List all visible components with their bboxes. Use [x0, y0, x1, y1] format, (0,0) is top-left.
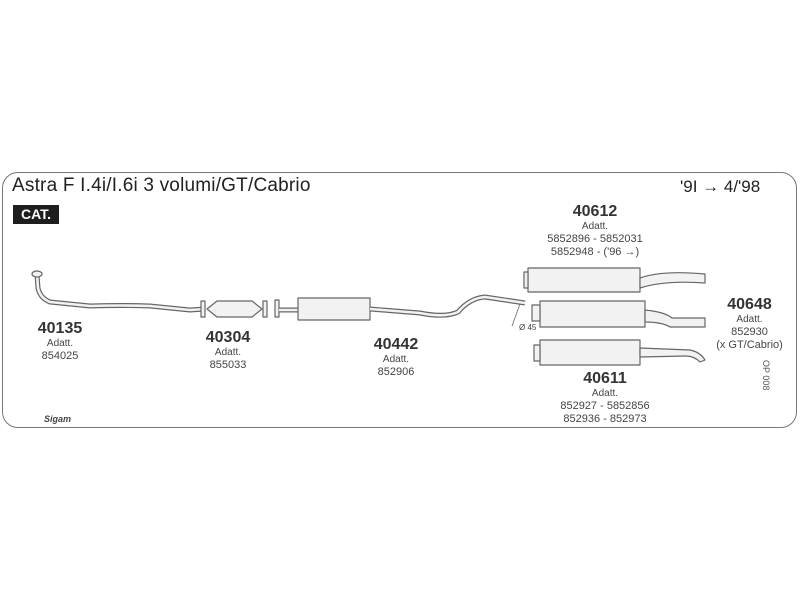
part-adatt: Adatt. [581, 221, 609, 233]
part-number: 40442 [373, 336, 419, 353]
rear-muffler-40612 [527, 267, 641, 293]
part-ref: 855033 [209, 358, 247, 371]
part-40611: 40611 Adatt. 852927 - 5852856 852936 - 8… [535, 370, 675, 425]
part-adatt: Adatt. [736, 314, 763, 326]
flange [200, 300, 206, 318]
part-40135: 40135 Adatt. 854025 [20, 320, 100, 363]
model-years: '9I → 4/'98 [680, 177, 761, 196]
flange [274, 299, 280, 318]
rear-muffler-40611 [539, 339, 641, 366]
part-40442: 40442 Adatt. 852906 [356, 336, 436, 379]
part-40304: 40304 Adatt. 855033 [188, 329, 268, 372]
part-ref: (x GT/Cabrio) [716, 338, 783, 351]
part-number: 40611 [583, 370, 627, 387]
part-ref: 852906 [377, 365, 415, 378]
flange [262, 300, 268, 318]
part-number: 40304 [205, 329, 251, 346]
part-ref: 854025 [41, 349, 79, 362]
diagram-panel [2, 172, 797, 428]
part-ref: 5852948 - ('96 →) [550, 245, 640, 258]
part-adatt: Adatt. [214, 347, 242, 359]
part-number: 40648 [727, 296, 772, 313]
part-40648: 40648 Adatt. 852930 (x GT/Cabrio) [702, 296, 797, 351]
part-ref: 5852896 - 5852031 [547, 232, 643, 245]
part-number: 40612 [572, 203, 618, 220]
drawing-code: OP 008 [761, 360, 771, 391]
part-ref: 852936 - 852973 [563, 412, 647, 425]
diameter-label: Ø 45 [519, 323, 537, 332]
center-muffler [297, 297, 371, 321]
part-adatt: Adatt. [591, 388, 619, 400]
cat-badge: CAT. [13, 205, 59, 224]
part-ref: 852930 [731, 325, 768, 338]
part-number: 40135 [37, 320, 83, 337]
catalytic-converter [206, 300, 263, 318]
part-ref: 852927 - 5852856 [560, 399, 650, 412]
rear-muffler-40648 [539, 300, 646, 328]
manifold-flange [31, 270, 43, 278]
part-40612: 40612 Adatt. 5852896 - 5852031 5852948 -… [520, 203, 670, 258]
part-adatt: Adatt. [46, 338, 74, 350]
brand-logo: Sigam [44, 414, 72, 424]
diagram-title: Astra F I.4i/I.6i 3 volumi/GT/Cabrio [12, 175, 311, 196]
part-adatt: Adatt. [382, 354, 410, 366]
